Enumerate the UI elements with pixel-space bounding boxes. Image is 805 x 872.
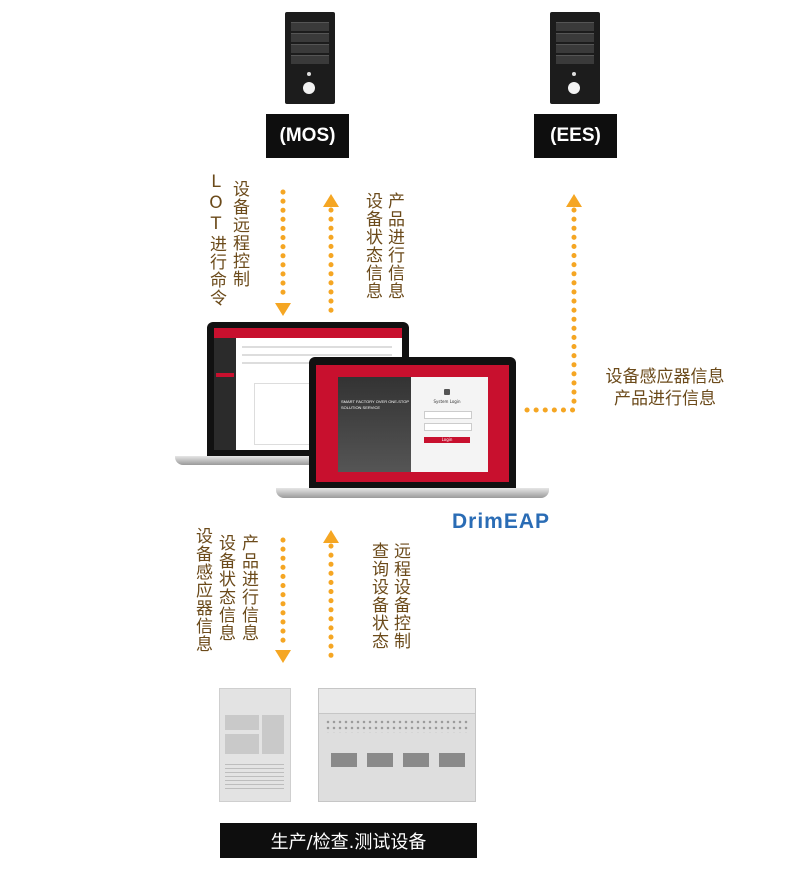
arrow-up-icon: [323, 194, 339, 207]
equip-down-col3: 设备感应器信息: [192, 527, 212, 653]
equip-down-col2: 设备状态信息: [215, 534, 235, 642]
inspection-machine: [219, 688, 291, 802]
front-laptop: SMART FACTORY OVER ONE-STOP SOLUTION SER…: [309, 357, 516, 488]
ees-server-icon: [550, 12, 600, 104]
password-input[interactable]: [424, 423, 472, 431]
back-laptop-base: [175, 456, 433, 465]
drimeap-logo: DrimEAP: [452, 510, 551, 533]
mos-down-label: 设备远程控制: [229, 180, 249, 288]
arrow-up-icon: [323, 530, 339, 543]
test-equipment: [318, 688, 476, 802]
equipment-label: 生产/检查.测试设备: [220, 823, 477, 858]
mos-up-label: 产品进行信息: [384, 192, 404, 300]
equip-up-col1: 远程设备控制: [390, 542, 410, 650]
arrow-down-icon: [275, 650, 291, 663]
mos-server-icon: [285, 12, 335, 104]
ees-label: (EES): [534, 114, 617, 158]
mos-label: (MOS): [266, 114, 349, 158]
drimeap-slogan: SMART FACTORY OVER ONE-STOP SOLUTION SER…: [341, 399, 409, 410]
arrow-down-icon: [275, 303, 291, 316]
mos-down-lot-label: LOT进行命令: [206, 172, 226, 307]
login-button[interactable]: Login: [424, 437, 470, 443]
username-input[interactable]: [424, 411, 472, 419]
lock-icon: [444, 389, 450, 395]
ees-flow-line1: 设备感应器信息: [605, 367, 725, 387]
mos-up-status-label: 设备状态信息: [362, 192, 382, 300]
arrow-up-icon: [566, 194, 582, 207]
front-laptop-base: [276, 488, 549, 498]
equip-down-col1: 产品进行信息: [238, 534, 258, 642]
promo-image: SMART FACTORY OVER ONE-STOP SOLUTION SER…: [338, 377, 411, 472]
ees-flow-line2: 产品进行信息: [614, 389, 716, 409]
login-panel: SMART FACTORY OVER ONE-STOP SOLUTION SER…: [338, 377, 488, 472]
equip-up-col2: 查询设备状态: [368, 542, 388, 650]
login-title: System Login: [433, 399, 461, 404]
